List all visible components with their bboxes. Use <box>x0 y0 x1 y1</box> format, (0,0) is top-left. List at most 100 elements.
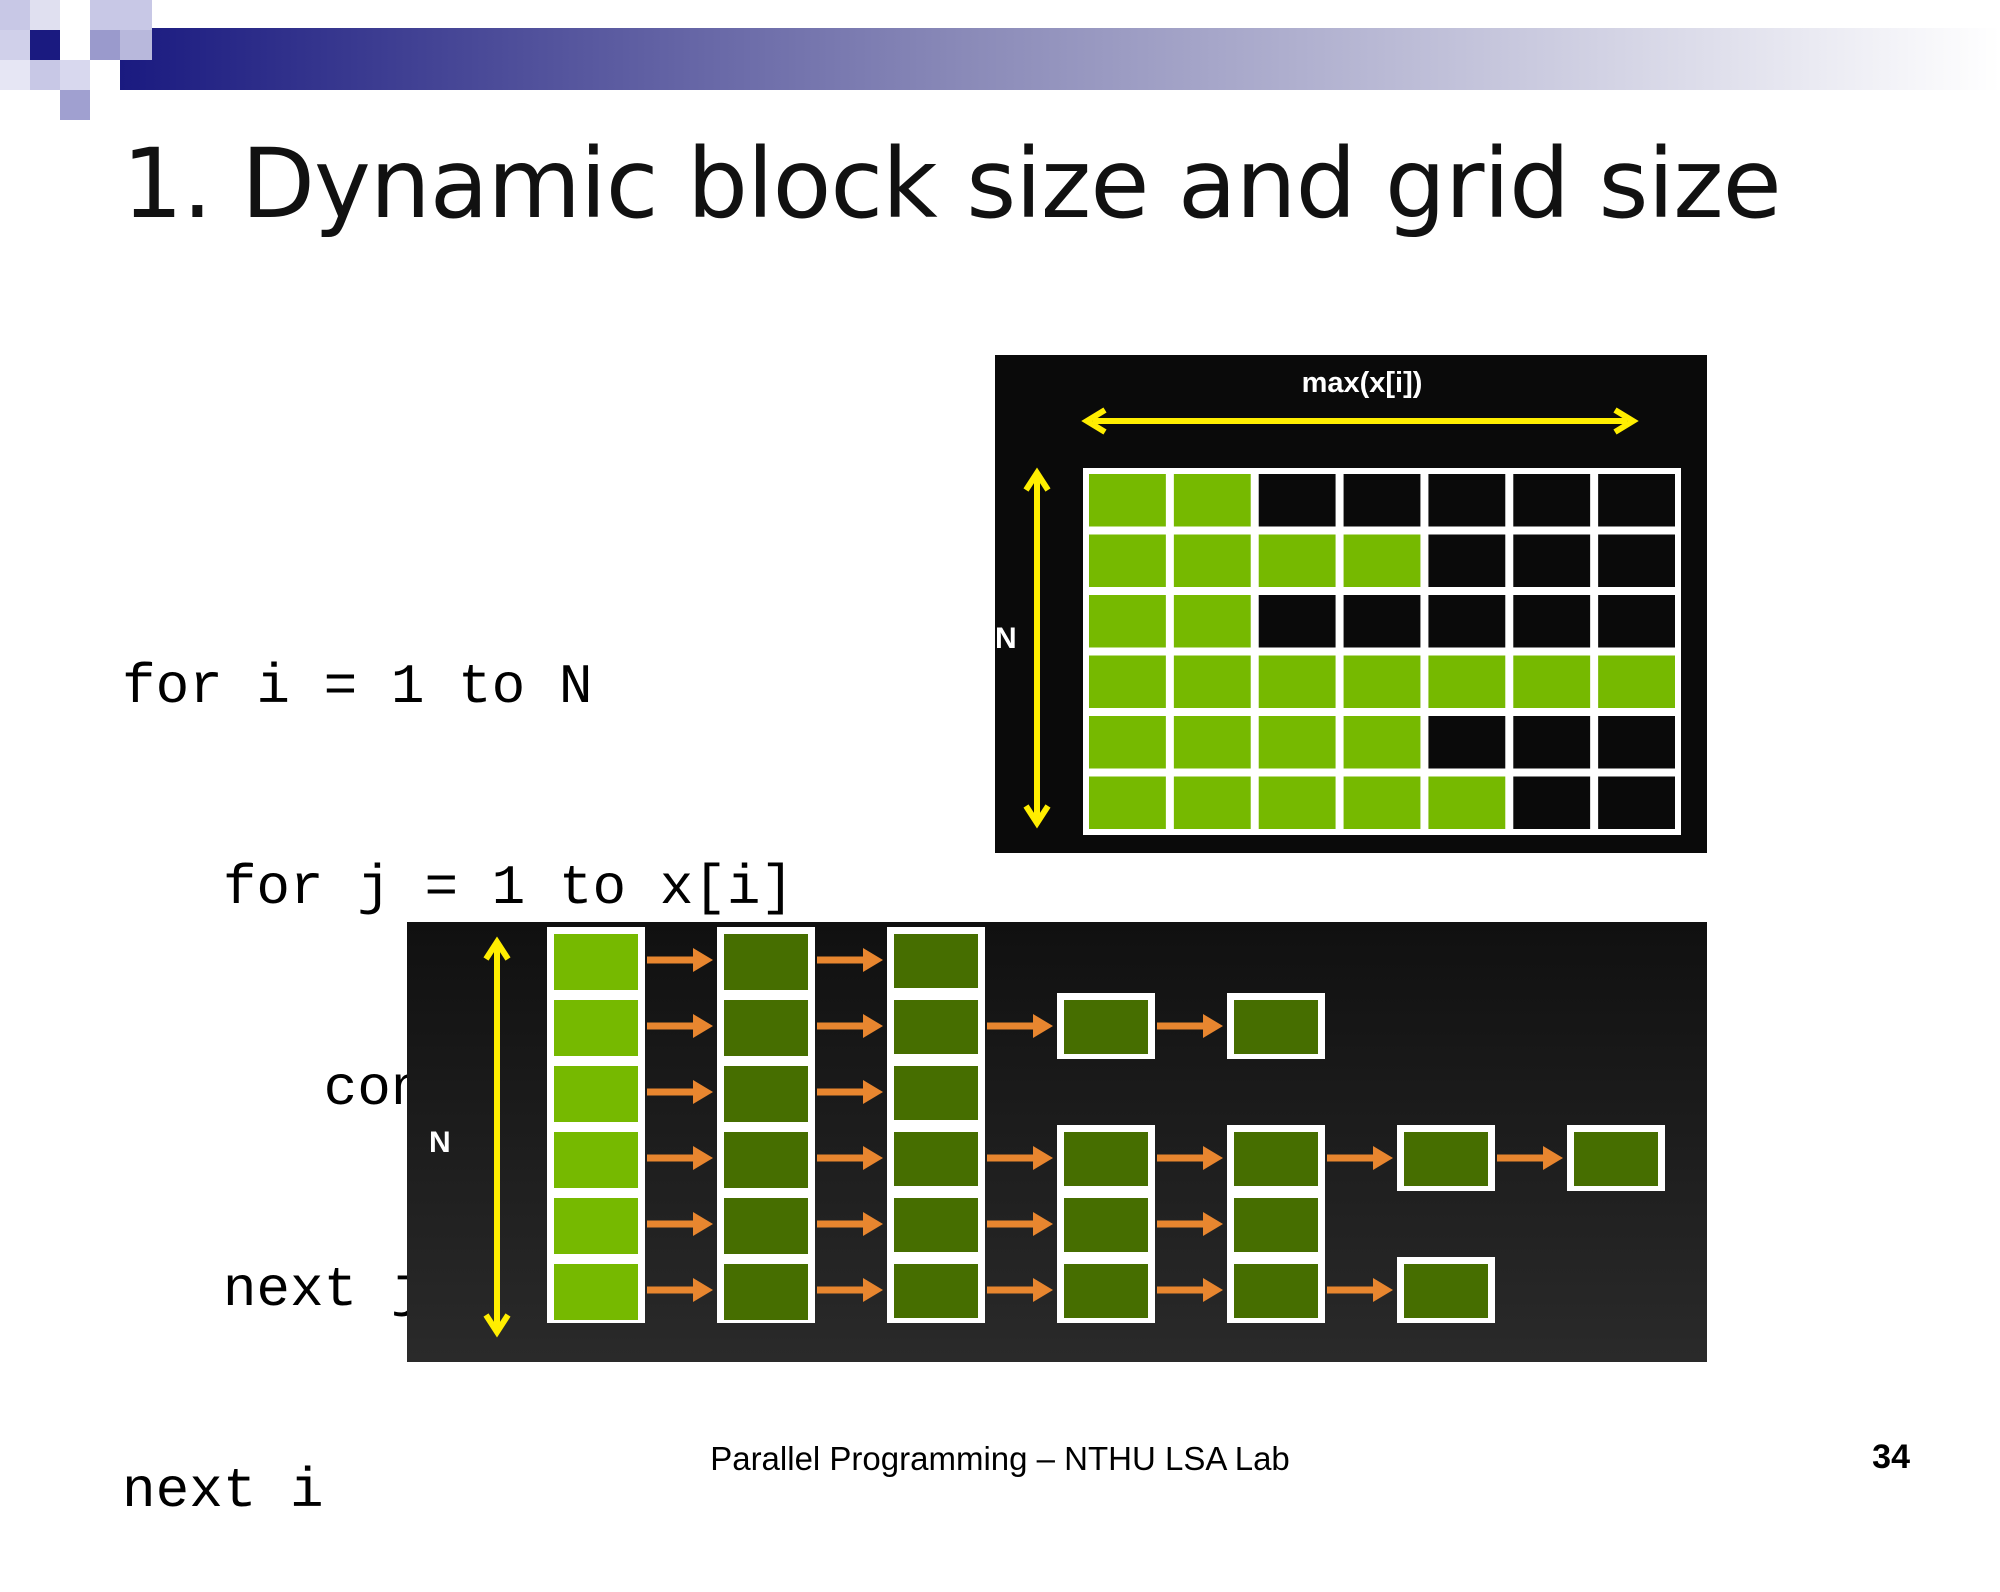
grid-cell-active <box>1173 716 1251 769</box>
grid-cell-active <box>1428 655 1506 708</box>
n-label: N <box>995 622 1017 655</box>
header-square <box>90 0 152 30</box>
grid-cell-active <box>1089 595 1166 648</box>
code-line: for i = 1 to N <box>122 655 593 719</box>
header-square <box>90 30 120 60</box>
child-block-cell <box>1234 1264 1318 1318</box>
grid-cell-idle <box>1258 595 1336 648</box>
header-square <box>60 30 90 60</box>
header-square <box>30 30 60 60</box>
child-block-cell <box>1234 1000 1318 1054</box>
grid-frame <box>1083 468 1681 835</box>
orange-arrow <box>817 1146 883 1170</box>
parent-thread-cell <box>554 1198 638 1254</box>
child-block-cell <box>1064 1198 1148 1252</box>
orange-arrow <box>817 948 883 972</box>
parent-thread-cell <box>554 1000 638 1056</box>
child-block-cell <box>894 1264 978 1318</box>
orange-arrow <box>1157 1212 1223 1236</box>
header-square <box>60 90 90 120</box>
orange-arrow <box>1157 1278 1223 1302</box>
child-block-cell <box>1234 1132 1318 1186</box>
orange-arrow <box>817 1080 883 1104</box>
parent-thread-cell <box>554 1066 638 1122</box>
orange-arrow <box>647 1146 713 1170</box>
grid-cell-active <box>1173 655 1251 708</box>
child-block-cell <box>894 934 978 988</box>
vertical-double-arrow <box>1023 467 1051 829</box>
grid-cell-active <box>1089 716 1166 769</box>
orange-arrow <box>647 1278 713 1302</box>
grid-cell-idle <box>1598 534 1675 587</box>
orange-arrow <box>647 1014 713 1038</box>
header-square <box>30 60 60 90</box>
grid-cell-active <box>1173 595 1251 648</box>
grid-cell-active <box>1089 776 1166 829</box>
grid-cell-idle <box>1428 474 1506 527</box>
header-square <box>30 0 60 30</box>
grid-cell-idle <box>1343 595 1421 648</box>
child-block-cell <box>724 1000 808 1056</box>
parent-thread-cell <box>554 934 638 990</box>
child-block-cell <box>894 1066 978 1120</box>
grid-cell-idle <box>1598 776 1675 829</box>
grid-cell-active <box>1343 655 1421 708</box>
grid-cell-idle <box>1343 474 1421 527</box>
orange-arrow <box>1157 1014 1223 1038</box>
header-banner <box>0 0 2000 120</box>
code-line: for j = 1 to x[i] <box>122 856 795 920</box>
dynamic-blocks <box>547 927 1665 1323</box>
child-block-cell <box>1064 1264 1148 1318</box>
grid-cell-idle <box>1513 776 1591 829</box>
grid-cell-active <box>1343 716 1421 769</box>
grid-cell-active <box>1258 776 1336 829</box>
grid-cell-active <box>1258 716 1336 769</box>
vertical-double-arrow <box>483 936 511 1338</box>
grid-cell-idle <box>1598 716 1675 769</box>
orange-arrow <box>1157 1146 1223 1170</box>
orange-arrow <box>987 1212 1053 1236</box>
grid-cell-idle <box>1513 534 1591 587</box>
page-number: 34 <box>1872 1438 1910 1476</box>
grid-cell-idle <box>1513 716 1591 769</box>
grid-cell-idle <box>1598 595 1675 648</box>
grid-cell-active <box>1173 776 1251 829</box>
orange-arrow <box>647 948 713 972</box>
grid-cells <box>1083 468 1681 835</box>
grid-cell-active <box>1089 534 1166 587</box>
orange-arrow <box>1327 1146 1393 1170</box>
grid-cell-active <box>1258 534 1336 587</box>
parent-thread-cell <box>554 1264 638 1320</box>
footer-text: Parallel Programming – NTHU LSA Lab <box>710 1440 1290 1477</box>
child-block-cell <box>724 1066 808 1122</box>
child-block-cell <box>1234 1198 1318 1252</box>
child-block-cell <box>1404 1264 1488 1318</box>
child-grid-frame <box>717 927 815 1323</box>
header-square <box>60 60 90 90</box>
slide-title: 1. Dynamic block size and grid size <box>122 128 1782 240</box>
grid-cell-active <box>1089 474 1166 527</box>
child-block-cell <box>724 1132 808 1188</box>
grid-cell-idle <box>1598 474 1675 527</box>
header-square <box>0 60 30 90</box>
child-block-cell <box>724 934 808 990</box>
child-block-cell <box>1064 1132 1148 1186</box>
grid-cell-idle <box>1428 595 1506 648</box>
grid-cell-active <box>1173 474 1251 527</box>
grid-cell-idle <box>1428 716 1506 769</box>
grid-cell-idle <box>1428 534 1506 587</box>
grid-cell-active <box>1173 534 1251 587</box>
child-block-cell <box>894 1198 978 1252</box>
child-block-cell <box>1404 1132 1488 1186</box>
static-grid-figure: max(x[i]) N <box>995 355 1707 853</box>
orange-arrow <box>647 1080 713 1104</box>
orange-arrow <box>817 1014 883 1038</box>
grid-cell-active <box>1598 655 1675 708</box>
orange-arrow <box>817 1212 883 1236</box>
grid-cell-active <box>1343 534 1421 587</box>
grid-cell-active <box>1428 776 1506 829</box>
header-square <box>120 30 152 60</box>
max-x-label: max(x[i]) <box>1302 367 1423 399</box>
grid-cell-active <box>1343 776 1421 829</box>
header-gradient-bar <box>120 28 2000 90</box>
